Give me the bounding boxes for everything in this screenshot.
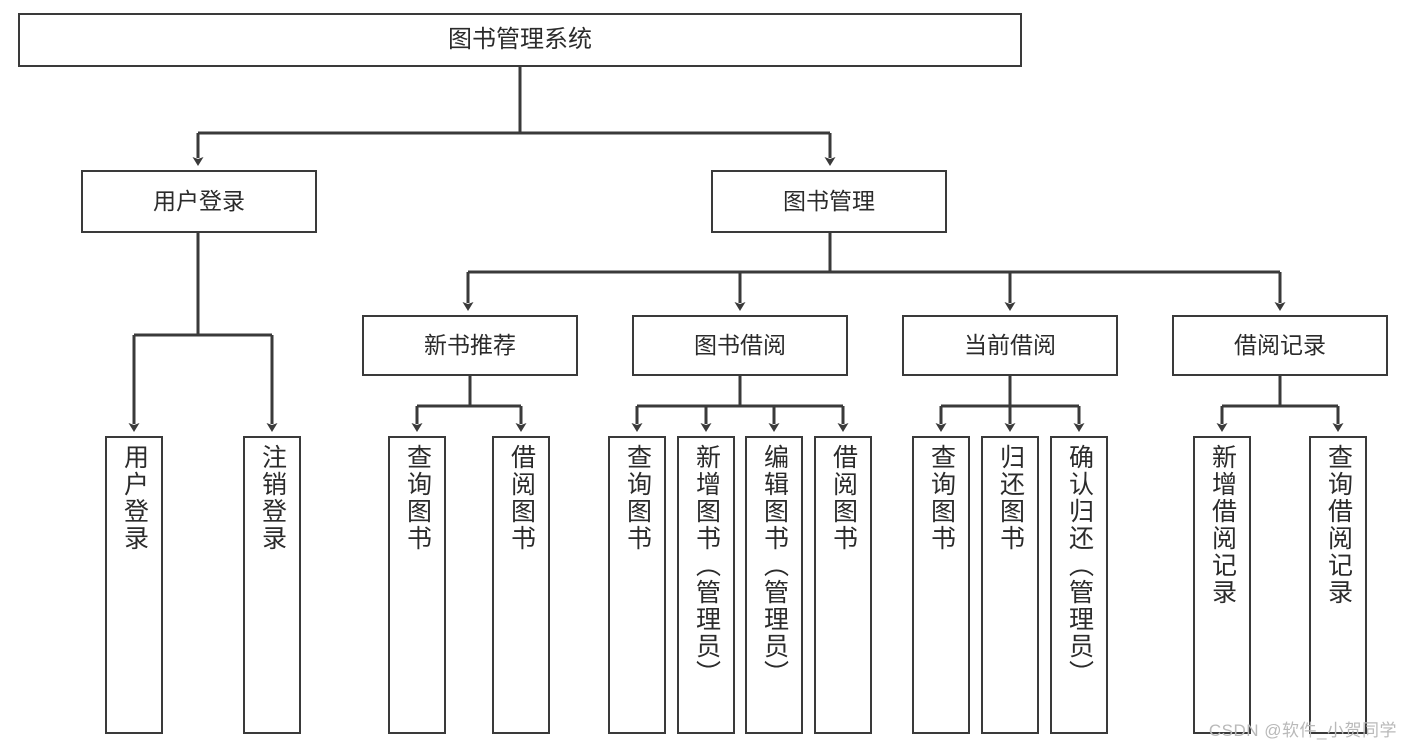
node-label: 确认归还（管理员） [1065, 444, 1094, 687]
node-label: 图书管理 [783, 187, 875, 214]
node-label: 借阅记录 [1234, 331, 1326, 358]
node-new-book-recommend[interactable]: 新书推荐 [362, 315, 578, 376]
node-leaf-borrow-book[interactable]: 借阅图书 [814, 436, 872, 734]
node-label: 用户登录 [120, 444, 149, 552]
node-label: 借阅图书 [507, 444, 536, 552]
node-root-system[interactable]: 图书管理系统 [18, 13, 1022, 67]
node-label: 新增图书（管理员） [692, 444, 721, 687]
node-current-borrow[interactable]: 当前借阅 [902, 315, 1118, 376]
node-label: 编辑图书（管理员） [760, 444, 789, 687]
node-label: 查询借阅记录 [1324, 444, 1353, 606]
node-leaf-confirm-return[interactable]: 确认归还（管理员） [1050, 436, 1108, 734]
node-label: 新书推荐 [424, 331, 516, 358]
node-label: 借阅图书 [829, 444, 858, 552]
node-label: 查询图书 [927, 444, 956, 552]
node-leaf-edit-book[interactable]: 编辑图书（管理员） [745, 436, 803, 734]
node-leaf-query-book-borrow[interactable]: 查询图书 [608, 436, 666, 734]
node-book-management[interactable]: 图书管理 [711, 170, 947, 233]
node-leaf-add-book[interactable]: 新增图书（管理员） [677, 436, 735, 734]
node-book-borrow[interactable]: 图书借阅 [632, 315, 848, 376]
node-leaf-query-book-current[interactable]: 查询图书 [912, 436, 970, 734]
node-leaf-logout-login[interactable]: 注销登录 [243, 436, 301, 734]
node-leaf-add-borrow-record[interactable]: 新增借阅记录 [1193, 436, 1251, 734]
node-leaf-user-login[interactable]: 用户登录 [105, 436, 163, 734]
node-label: 当前借阅 [964, 331, 1056, 358]
node-label: 用户登录 [153, 187, 245, 214]
node-label: 查询图书 [403, 444, 432, 552]
node-user-login[interactable]: 用户登录 [81, 170, 317, 233]
node-leaf-borrow-book-recommend[interactable]: 借阅图书 [492, 436, 550, 734]
node-leaf-query-book-recommend[interactable]: 查询图书 [388, 436, 446, 734]
node-label: 注销登录 [258, 444, 287, 552]
node-label: 查询图书 [623, 444, 652, 552]
node-label: 图书借阅 [694, 331, 786, 358]
node-label: 归还图书 [996, 444, 1025, 552]
node-borrow-record[interactable]: 借阅记录 [1172, 315, 1388, 376]
node-label: 新增借阅记录 [1208, 444, 1237, 606]
csdn-watermark: CSDN @软件_小贺同学 [1208, 721, 1397, 740]
node-leaf-query-borrow-record[interactable]: 查询借阅记录 [1309, 436, 1367, 734]
node-label: 图书管理系统 [448, 25, 592, 53]
node-leaf-return-book[interactable]: 归还图书 [981, 436, 1039, 734]
